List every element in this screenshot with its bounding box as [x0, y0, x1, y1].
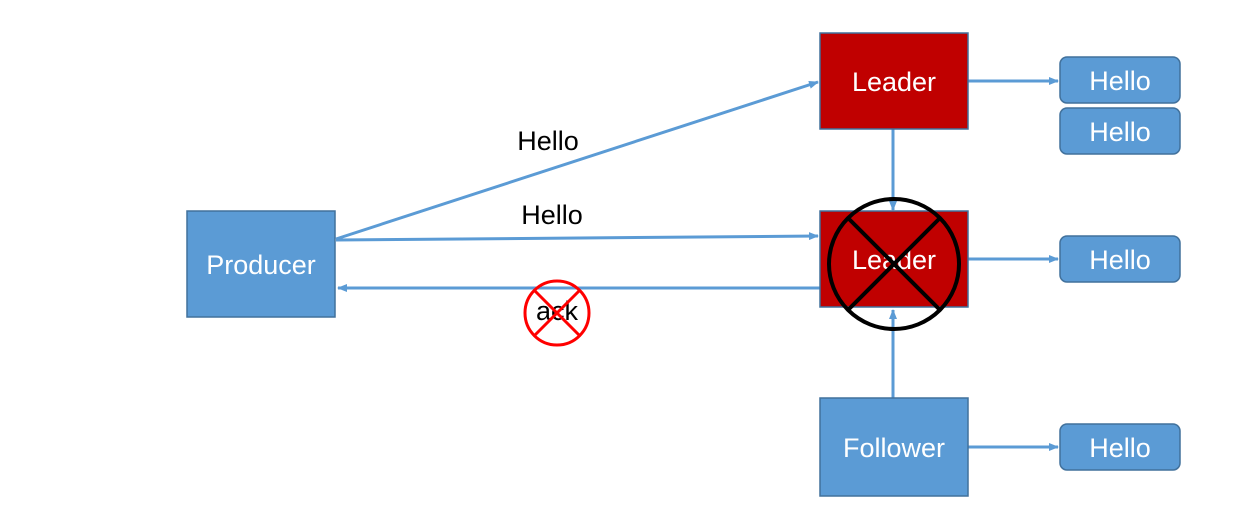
- leader-middle-log: Hello: [1059, 235, 1181, 283]
- leader-top-node: Leader: [819, 32, 969, 130]
- leader-middle-label: Leader: [852, 245, 936, 275]
- producer-label: Producer: [206, 250, 316, 280]
- follower-label: Follower: [843, 433, 945, 463]
- log-entry-label: Hello: [1089, 66, 1151, 96]
- log-entry: Hello: [1059, 423, 1181, 471]
- arrow-producer-to-leader-middle: [335, 232, 819, 242]
- leader-top-label: Leader: [852, 67, 936, 97]
- log-entry: Hello: [1059, 107, 1181, 155]
- edge-label-hello-middle: Hello: [521, 200, 583, 230]
- follower-node: Follower: [819, 397, 969, 497]
- log-entry-label: Hello: [1089, 433, 1151, 463]
- log-entry: Hello: [1059, 235, 1181, 283]
- leader-top-log: Hello Hello: [1059, 56, 1181, 155]
- log-entry: Hello: [1059, 56, 1181, 104]
- log-entry-label: Hello: [1089, 117, 1151, 147]
- leader-middle-node: Leader: [819, 210, 969, 308]
- edge-label-hello-top: Hello: [517, 126, 579, 156]
- ack-failed-marker: ack: [523, 279, 591, 347]
- log-entry-label: Hello: [1089, 245, 1151, 275]
- producer-node: Producer: [186, 210, 336, 318]
- black-cross-icon: [827, 197, 961, 331]
- follower-log: Hello: [1059, 423, 1181, 471]
- arrow-producer-to-leader-top: [335, 80, 819, 241]
- red-cross-icon: [523, 279, 591, 347]
